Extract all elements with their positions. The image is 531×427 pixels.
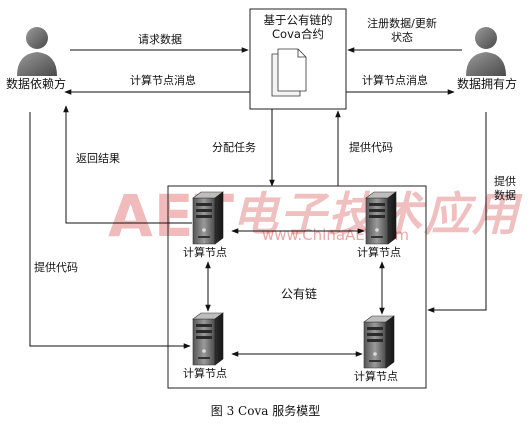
label-provide-data-line1: 提供 (494, 175, 516, 188)
label-provide-code-left: 提供代码 (34, 261, 78, 274)
owner-label: 数据拥有方 (457, 77, 518, 91)
label-provide-data: 提供 数据 (490, 175, 520, 203)
arrow-provide-code-left (29, 112, 191, 349)
node2-label: 计算节点 (357, 246, 401, 259)
owner-person-icon (466, 27, 506, 76)
server-icon-node1 (192, 191, 224, 245)
label-compute-msg-left: 计算节点消息 (130, 74, 196, 87)
label-register-line2: 状态 (391, 30, 413, 44)
figure-caption: 图 3 Cova 服务模型 (210, 404, 321, 418)
requester-label: 数据依赖方 (6, 77, 67, 91)
contract-title: 基于公有链的 Cova合约 (250, 13, 346, 42)
document-icon (271, 48, 307, 97)
label-register-data: 注册数据/更新 状态 (352, 17, 452, 45)
label-compute-msg-right: 计算节点消息 (362, 74, 428, 87)
node4-label: 计算节点 (354, 370, 398, 383)
server-icon-node4 (363, 315, 395, 369)
label-provide-data-line2: 数据 (494, 188, 516, 202)
public-chain-label: 公有链 (281, 287, 318, 301)
contract-title-line2: Cova合约 (272, 27, 324, 42)
public-chain-box (167, 185, 427, 389)
arrow-return-result (63, 105, 192, 224)
label-assign-task: 分配任务 (212, 141, 256, 154)
server-icon-node2 (365, 191, 397, 245)
label-request-data: 请求数据 (138, 33, 182, 46)
node1-label: 计算节点 (183, 246, 227, 259)
arrow-provide-data (427, 112, 487, 313)
label-return-result: 返回结果 (76, 152, 120, 165)
label-register-line1: 注册数据/更新 (367, 17, 437, 30)
server-icon-node3 (192, 312, 224, 366)
contract-title-line1: 基于公有链的 (263, 13, 333, 27)
label-provide-code-top: 提供代码 (349, 141, 393, 154)
requester-person-icon (17, 27, 57, 76)
node3-label: 计算节点 (183, 367, 227, 380)
